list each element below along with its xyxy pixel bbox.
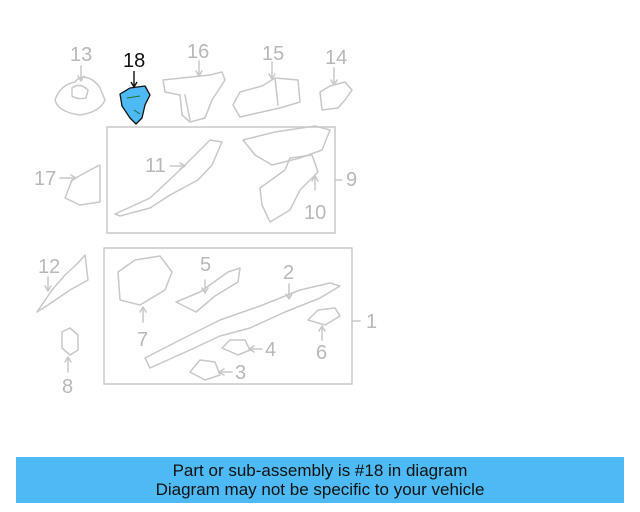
part-15 [232, 77, 301, 118]
callout-7[interactable]: 7 [137, 329, 149, 351]
group-box-1 [103, 247, 353, 385]
callout-3[interactable]: 3 [235, 362, 247, 384]
callout-8[interactable]: 8 [62, 376, 74, 398]
callout-17[interactable]: 17 [34, 168, 57, 190]
part-13 [54, 76, 106, 116]
callout-11[interactable]: 11 [145, 155, 166, 177]
callout-9[interactable]: 9 [346, 169, 358, 191]
part-2 [144, 282, 341, 369]
callout-16[interactable]: 16 [187, 41, 210, 63]
banner-disclaimer: Diagram may not be specific to your vehi… [155, 480, 485, 499]
callout-15[interactable]: 15 [262, 43, 285, 65]
banner-part-note: Part or sub-assembly is #18 in diagram [172, 461, 468, 480]
part-16 [162, 71, 226, 123]
part-14 [319, 81, 353, 111]
callout-1[interactable]: 1 [366, 311, 378, 333]
parts-diagram: 13 18 16 15 14 17 11 9 10 12 5 2 1 7 6 4… [34, 41, 378, 398]
part-3 [189, 359, 221, 381]
callout-2[interactable]: 2 [283, 262, 295, 284]
callout-14[interactable]: 14 [325, 47, 348, 69]
part-8 [61, 327, 79, 356]
callout-12[interactable]: 12 [38, 256, 61, 278]
part-12 [36, 254, 89, 313]
part-11 [114, 139, 223, 217]
part-18-highlighted [119, 71, 151, 125]
callout-18[interactable]: 18 [123, 50, 146, 72]
part-6 [307, 307, 341, 326]
part-9-upper [242, 125, 331, 166]
diagram-artwork [36, 60, 361, 385]
callout-5[interactable]: 5 [200, 254, 212, 276]
part-7 [117, 255, 173, 306]
callout-10[interactable]: 10 [304, 202, 327, 224]
callout-6[interactable]: 6 [316, 342, 328, 364]
callout-13[interactable]: 13 [70, 44, 93, 66]
callout-4[interactable]: 4 [265, 339, 277, 361]
part-4 [221, 339, 251, 356]
part-17 [64, 164, 101, 206]
part-10 [259, 154, 319, 223]
info-banner: Part or sub-assembly is #18 in diagram D… [16, 457, 624, 503]
